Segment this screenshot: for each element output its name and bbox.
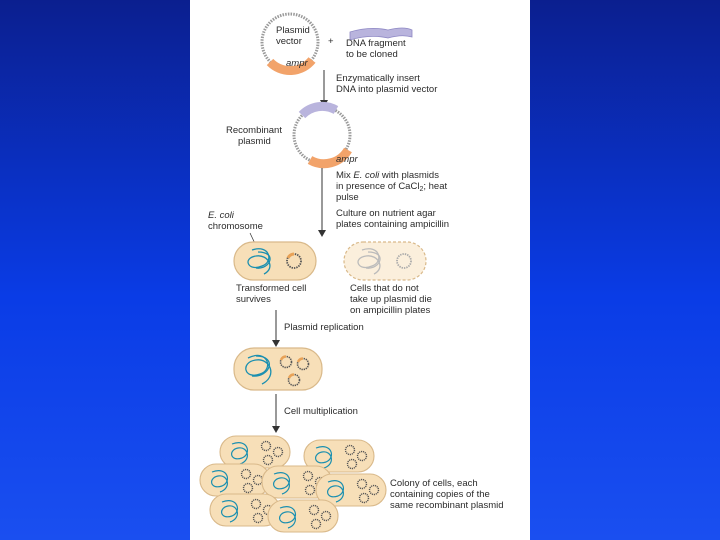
colony-label-line1: Colony of cells, each [390, 478, 478, 489]
colony-cell [315, 473, 387, 507]
colony-cell [199, 463, 271, 497]
colony-cell [267, 499, 339, 533]
colony-cell [209, 493, 281, 527]
amp-r-label-2: ampr [336, 154, 358, 165]
cells-die-label-line1: Cells that do not [350, 283, 419, 294]
cells-die-label-line3: on ampicillin plates [350, 305, 431, 316]
step-replication-label: Plasmid replication [284, 322, 364, 333]
replicated-cell [233, 347, 323, 391]
colony [199, 435, 387, 533]
arrow-insert [320, 70, 328, 107]
step-culture-line2: plates containing ampicillin [336, 219, 449, 230]
colony-cell [219, 435, 291, 469]
dna-fragment-label-line2: to be cloned [346, 49, 398, 60]
step-culture-line1: Culture on nutrient agar [336, 208, 436, 219]
transformed-cell-label-line2: survives [236, 294, 271, 305]
figure-panel: Plasmid vector ampr + DNA fragment to be… [190, 0, 530, 540]
plasmid-vector-label-line2: vector [276, 36, 302, 47]
ecoli-chromosome-label-line2: chromosome [208, 221, 263, 232]
arrow-mix [318, 168, 326, 237]
arrow-multiplication [272, 394, 280, 433]
step-insert-line2: DNA into plasmid vector [336, 84, 437, 95]
colony-label-line2: containing copies of the [390, 489, 490, 500]
dna-fragment-shape [349, 27, 413, 41]
transformed-cell [233, 241, 317, 281]
ecoli-chromosome-label-line1: E. coli [208, 210, 235, 221]
step-mix-line1: Mix E. coli with plasmids [336, 170, 439, 181]
plasmid-vector-label-line1: Plasmid [276, 25, 310, 36]
plus-sign: + [328, 36, 334, 47]
transformed-cell-label-line1: Transformed cell [236, 283, 306, 294]
step-mix-line2: in presence of CaCl2; heat [336, 181, 447, 193]
colony-label-line3: same recombinant plasmid [390, 500, 504, 511]
plasmid-vector-ring [260, 12, 320, 76]
arrow-replication [272, 310, 280, 347]
step-multiplication-label: Cell multiplication [284, 406, 358, 417]
recombinant-plasmid-label-line2: plasmid [238, 136, 271, 147]
dna-fragment-label-line1: DNA fragment [346, 38, 406, 49]
untransformed-cell [343, 241, 427, 281]
amp-r-label-1: ampr [286, 58, 308, 69]
step-mix-line3: pulse [336, 192, 359, 203]
step-insert-line1: Enzymatically insert [336, 73, 420, 84]
cells-die-label-line2: take up plasmid die [350, 294, 432, 305]
cloning-diagram: Plasmid vector ampr + DNA fragment to be… [199, 12, 504, 533]
colony-cell [303, 439, 375, 473]
recombinant-plasmid-ring [292, 101, 352, 169]
recombinant-plasmid-label-line1: Recombinant [226, 125, 282, 136]
